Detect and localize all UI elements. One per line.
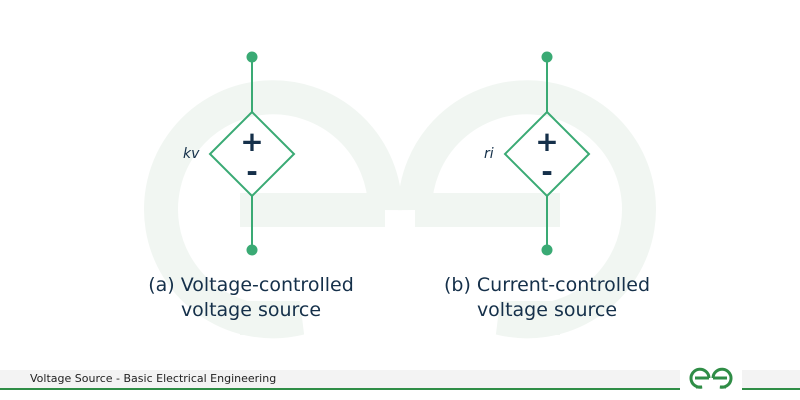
minus-sign-a: -	[246, 155, 258, 188]
caption-a-line1: (a) Voltage-controlled	[148, 274, 354, 296]
caption-a: (a) Voltage-controlled voltage source	[101, 273, 401, 323]
footer-title: Voltage Source - Basic Electrical Engine…	[30, 372, 277, 385]
dependent-source-a: + - kv	[183, 51, 296, 256]
footer-divider	[0, 388, 800, 390]
caption-b: (b) Current-controlled voltage source	[397, 273, 697, 323]
bottom-terminal-b	[541, 244, 553, 256]
minus-sign-b: -	[541, 155, 553, 188]
footer-band	[0, 370, 800, 390]
plus-sign-b: +	[535, 125, 558, 158]
control-label-a: kv	[183, 146, 200, 162]
top-terminal-b	[541, 51, 553, 63]
plus-sign-a: +	[240, 125, 263, 158]
bottom-terminal-a	[246, 244, 258, 256]
geeksforgeeks-watermark-icon	[144, 80, 656, 339]
dependent-source-b: + - ri	[484, 51, 591, 256]
geeksforgeeks-logo-icon	[689, 367, 733, 389]
top-terminal-a	[246, 51, 258, 63]
caption-b-line2: voltage source	[476, 299, 618, 321]
logo-container	[680, 362, 742, 392]
diamond-source-b	[503, 110, 591, 198]
control-label-b: ri	[484, 146, 494, 162]
caption-a-line2: voltage source	[180, 299, 322, 321]
caption-b-line1: (b) Current-controlled	[443, 274, 651, 296]
diamond-source-a	[208, 110, 296, 198]
